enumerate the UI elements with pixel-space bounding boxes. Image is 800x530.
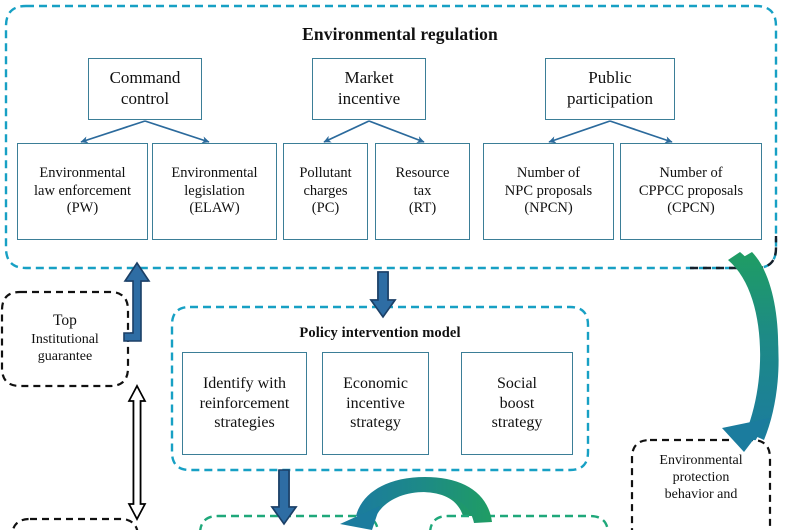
indicator-box-number-of-npc-proposals[interactable]: Number of NPC proposals (NPCN) xyxy=(483,143,614,240)
indicator-box-pollutant-charges[interactable]: Pollutant charges (PC) xyxy=(283,143,368,240)
category-line: Command xyxy=(109,68,181,88)
category-line: participation xyxy=(567,89,653,108)
guarantee-line: Institutional xyxy=(31,332,99,348)
strategy-line: strategy xyxy=(491,414,543,432)
indicator-line: Number of xyxy=(516,164,581,181)
strategy-line: Social xyxy=(497,375,537,393)
environmental-regulation-title: Environmental regulation xyxy=(302,24,498,44)
arrow-policy-to-outcome-fg xyxy=(270,469,298,526)
policy-intervention-title: Policy intervention model xyxy=(299,325,461,341)
strategy-line: reinforcement xyxy=(199,394,290,412)
outcome-line: behavior and xyxy=(664,487,738,503)
indicator-line: NPC proposals xyxy=(504,182,593,199)
category-line: Public xyxy=(588,68,632,88)
arrow-regulation-to-policy xyxy=(369,271,397,319)
indicator-line: (ELAW) xyxy=(189,200,240,217)
indicator-line: Number of xyxy=(659,164,723,181)
arrow-guarantee-bidirectional-fg xyxy=(127,384,147,521)
arrow-regulation-to-policy-fg xyxy=(369,271,397,319)
indicator-line: tax xyxy=(413,182,432,199)
indicator-line: (NPCN) xyxy=(524,200,573,217)
guarantee-line: Top xyxy=(53,312,77,330)
category-box-public-participation[interactable]: Public participation xyxy=(545,58,675,120)
indicator-line: law enforcement xyxy=(33,182,132,199)
arrow-guarantee-to-regulation xyxy=(125,262,149,341)
category-line: incentive xyxy=(337,89,401,108)
indicator-box-resource-tax[interactable]: Resource tax (RT) xyxy=(375,143,470,240)
indicator-line: (PW) xyxy=(66,200,99,217)
indicator-line: CPPCC proposals xyxy=(638,182,744,199)
indicator-line: (PC) xyxy=(311,200,340,217)
strategy-line: boost xyxy=(499,394,535,412)
strategy-box-economic-incentive-strategy[interactable]: Economic incentive strategy xyxy=(322,352,429,455)
category-box-command-control[interactable]: Command control xyxy=(88,58,202,120)
indicator-line: Resource xyxy=(395,164,450,181)
category-line: control xyxy=(120,89,170,108)
guarantee-line: guarantee xyxy=(37,349,93,365)
institutional-guarantee-box[interactable]: Top Institutional guarantee xyxy=(2,292,128,386)
curved-arrow-regulation-to-outcome xyxy=(740,252,779,438)
strategy-line: strategy xyxy=(350,414,401,432)
strategy-line: Economic xyxy=(343,375,408,393)
arrow-policy-to-outcome xyxy=(270,469,298,526)
category-line: Market xyxy=(344,68,394,88)
outcome-box[interactable]: Environmental protection behavior and xyxy=(632,444,770,530)
indicator-line: (RT) xyxy=(408,200,437,217)
indicator-box-number-of-cppcc-proposals[interactable]: Number of CPPCC proposals (CPCN) xyxy=(620,143,762,240)
indicator-line: Pollutant xyxy=(299,164,352,181)
indicator-line: (CPCN) xyxy=(667,200,715,217)
curved-arrow-regulation-to-outcome-fg xyxy=(728,252,779,440)
indicator-box-environmental-legislation[interactable]: Environmental legislation (ELAW) xyxy=(152,143,277,240)
strategy-line: incentive xyxy=(346,394,405,412)
strategy-line: strategies xyxy=(214,414,275,432)
indicator-line: Environmental xyxy=(39,164,126,181)
indicator-box-environmental-law-enforcement[interactable]: Environmental law enforcement (PW) xyxy=(17,143,148,240)
strategy-box-identify-with-reinforcement-strategies[interactable]: Identify with reinforcement strategies xyxy=(182,352,307,455)
indicator-line: legislation xyxy=(184,182,245,199)
arrow-guarantee-bidirectional xyxy=(128,384,146,521)
outcome-line: protection xyxy=(672,470,730,486)
curved-arrow-outcome-feedback-fg xyxy=(356,477,492,523)
strategy-line: Identify with xyxy=(202,375,287,393)
strategy-box-social-boost-strategy[interactable]: Social boost strategy xyxy=(461,352,573,455)
category-box-market-incentive[interactable]: Market incentive xyxy=(312,58,426,120)
indicator-line: Environmental xyxy=(171,164,258,181)
indicator-line: charges xyxy=(303,182,348,199)
outcome-line: Environmental xyxy=(659,453,743,468)
curved-arrow-outcome-feedback xyxy=(360,479,478,520)
